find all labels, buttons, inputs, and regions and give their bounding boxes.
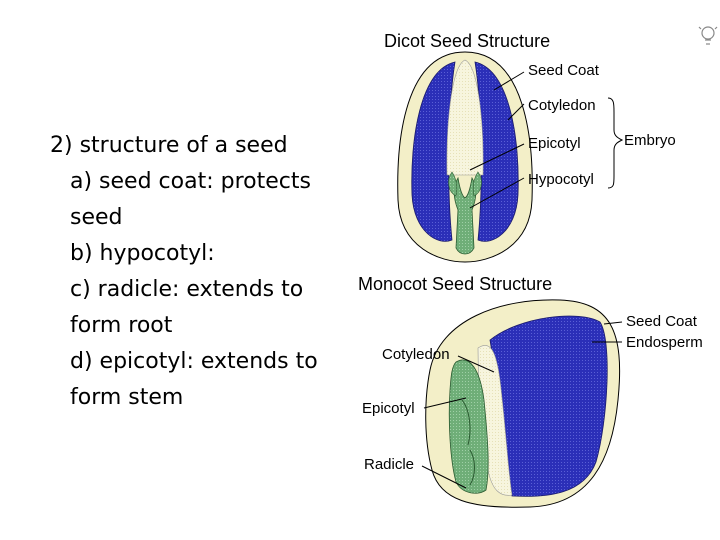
- bullet-item-epicotyl: d) epicotyl: extends to form stem: [50, 344, 340, 416]
- dicot-leader-lines: [469, 71, 624, 209]
- monocot-label-seed-coat: Seed Coat: [626, 313, 698, 330]
- dicot-seed-drawing: [397, 51, 533, 263]
- bullet-line: a) seed coat: protects: [70, 169, 311, 194]
- bullet-line: form stem: [70, 385, 184, 410]
- bullet-line: form root: [70, 313, 173, 338]
- bullet-item-radicle: c) radicle: extends to form root: [50, 272, 340, 344]
- monocot-label-radicle: Radicle: [364, 456, 414, 473]
- monocot-label-cotyledon: Cotyledon: [382, 346, 450, 363]
- bullet-line: c) radicle: extends to: [70, 277, 304, 302]
- monocot-label-endosperm: Endosperm: [626, 334, 703, 351]
- dicot-label-seed-coat: Seed Coat: [528, 62, 600, 79]
- monocot-title: Monocot Seed Structure: [358, 274, 552, 294]
- lightbulb-icon: [698, 26, 718, 45]
- dicot-label-cotyledon: Cotyledon: [528, 97, 596, 114]
- monocot-seed-drawing: [425, 299, 621, 508]
- bullet-line: d) epicotyl: extends to: [70, 349, 318, 374]
- dicot-label-embryo: Embryo: [624, 132, 676, 149]
- monocot-leader-lines: [421, 321, 623, 489]
- monocot-label-epicotyl: Epicotyl: [362, 400, 415, 417]
- bullet-item-seed-coat: a) seed coat: protects seed: [50, 164, 340, 236]
- dicot-label-epicotyl: Epicotyl: [528, 135, 581, 152]
- bullet-item-hypocotyl: b) hypocotyl:: [50, 236, 340, 272]
- dicot-label-hypocotyl: Hypocotyl: [528, 171, 594, 188]
- bullet-heading: 2) structure of a seed: [50, 133, 288, 158]
- bullet-line: seed: [70, 205, 123, 230]
- bullet-line: b) hypocotyl:: [70, 241, 215, 266]
- bullet-list: 2) structure of a seed a) seed coat: pro…: [50, 128, 340, 416]
- dicot-title: Dicot Seed Structure: [384, 31, 550, 51]
